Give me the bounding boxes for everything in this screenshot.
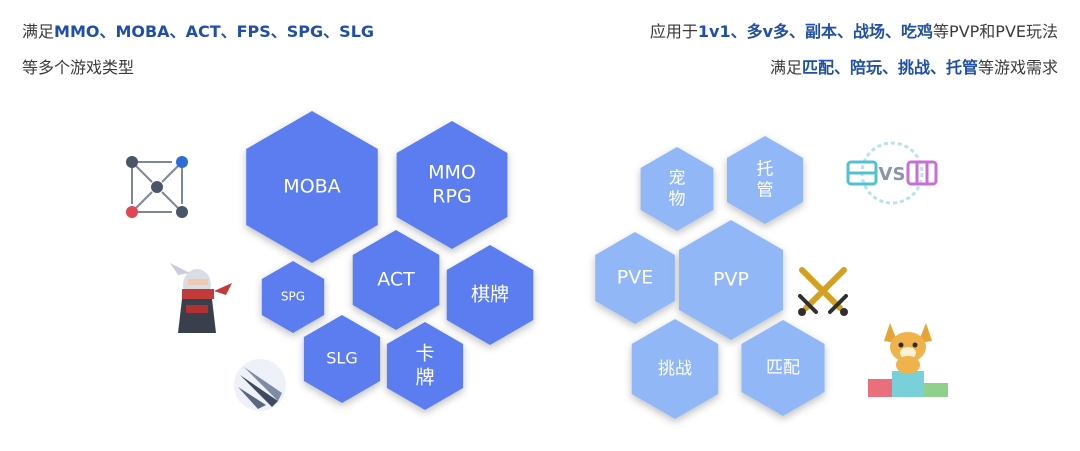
svg-text:VS: VS	[879, 164, 906, 185]
right-header2-prefix: 满足	[769, 58, 802, 77]
ninja-character-icon	[170, 263, 232, 333]
right-header-suffix: 等PVP和PVE玩法	[933, 22, 1058, 41]
left-hex-label-moba: MOBA	[283, 176, 340, 198]
left-header-genres: MMO、MOBA、ACT、FPS、SPG、SLG	[54, 22, 375, 41]
left-hex-label-spg: SPG	[281, 290, 305, 304]
left-hex-card	[386, 322, 464, 410]
vs-badge-icon: VS	[846, 141, 938, 205]
left-hex-label-slg: SLG	[326, 349, 357, 368]
right-hex-pvp	[679, 220, 783, 340]
network-graph-icon	[126, 156, 188, 218]
right-hex-label-match: 匹配	[766, 358, 800, 378]
left-hex-mmorpg	[396, 121, 508, 249]
right-hex-cluster: 宠物 托管 PVE PVP 挑战 匹配	[595, 136, 825, 419]
left-hex-act	[352, 230, 440, 330]
right-header-line1: 应用于1v1、多v多、副本、战场、吃鸡等PVP和PVE玩法	[650, 21, 1058, 43]
left-header-line2: 等多个游戏类型	[22, 58, 135, 77]
left-hex-spg	[261, 261, 325, 333]
crossed-swords-icon	[798, 267, 848, 316]
right-header-needs: 匹配、陪玩、挑战、托管	[801, 58, 978, 77]
right-hex-label-challenge: 挑战	[658, 359, 692, 379]
right-header-line2: 满足匹配、陪玩、挑战、托管等游戏需求	[770, 57, 1058, 79]
right-header-prefix: 应用于	[649, 22, 698, 41]
left-hex-slg	[303, 315, 381, 403]
right-hex-label-pve: PVE	[617, 267, 653, 289]
right-hex-label-host: 托	[757, 159, 774, 179]
right-hex-challenge	[631, 319, 719, 419]
right-hex-pet	[640, 147, 714, 231]
right-header-modes: 1v1、多v多、副本、战场、吃鸡	[697, 22, 934, 41]
left-hex-chess	[446, 245, 534, 345]
left-hex-label-mmorpg: MMO	[428, 162, 476, 184]
right-header2-suffix: 等游戏需求	[977, 58, 1058, 77]
left-header-line1: 满足MMO、MOBA、ACT、FPS、SPG、SLG	[22, 21, 374, 43]
fox-on-podium-icon	[868, 323, 948, 397]
right-hex-label-pet: 宠	[669, 168, 686, 188]
right-hex-match	[741, 320, 825, 416]
left-hex-moba	[246, 111, 378, 263]
right-hex-pve	[595, 232, 675, 324]
right-hex-label-pet: 物	[669, 190, 686, 210]
right-hex-label-host: 管	[757, 181, 774, 201]
left-hex-label-chess: 棋牌	[471, 284, 509, 306]
left-header-prefix: 满足	[22, 22, 55, 41]
left-hex-label-card: 牌	[415, 366, 434, 388]
right-hex-host	[726, 136, 804, 224]
blade-logo-icon	[234, 359, 286, 411]
left-hex-label-card: 卡	[415, 343, 434, 365]
left-hex-label-act: ACT	[377, 269, 415, 291]
left-hex-label-mmorpg: RPG	[432, 185, 471, 207]
right-hex-label-pvp: PVP	[713, 269, 749, 291]
